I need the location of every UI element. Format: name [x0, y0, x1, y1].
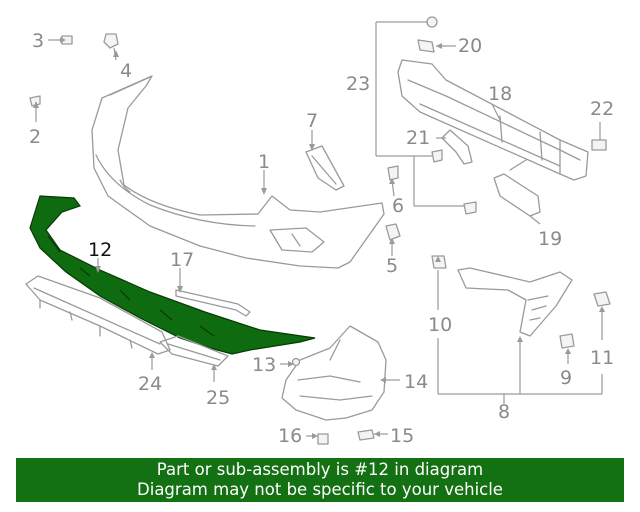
screw-part-2-icon	[29, 95, 41, 107]
trim-part-25	[159, 335, 229, 367]
banner-line-1: Part or sub-assembly is #12 in diagram	[156, 460, 484, 479]
clip-part-4-icon	[103, 33, 119, 49]
screw-top-23-icon	[426, 16, 438, 28]
callout-3: 3	[32, 30, 44, 52]
bolt-part-6-icon	[387, 165, 399, 181]
callout-5: 5	[386, 255, 398, 277]
bolt-part-22-icon	[591, 139, 607, 151]
callout-22: 22	[590, 98, 614, 120]
callout-4: 4	[120, 60, 132, 82]
callout-23: 23	[346, 73, 370, 95]
strip-part-17	[175, 289, 251, 317]
bolt-part-23b-icon	[463, 201, 477, 215]
side-bracket-part-8	[457, 267, 573, 337]
callout-21: 21	[406, 127, 430, 149]
callout-16: 16	[278, 425, 302, 447]
callout-12: 12	[88, 239, 112, 261]
fasteners	[29, 16, 611, 445]
nut-part-5-icon	[385, 223, 401, 241]
callout-14: 14	[404, 371, 428, 393]
reflector-part-7	[305, 145, 345, 191]
bolt-part-13-icon	[291, 357, 301, 367]
clip-part-16-icon	[317, 433, 329, 445]
lower-valance-part-12[interactable]	[29, 195, 316, 355]
clip-part-11-icon	[593, 291, 611, 307]
leader-lines	[35, 21, 603, 437]
callout-numbers: 3 4 2 1 7 6 5 23 20 18 22 21 19 10 11 9 …	[29, 30, 614, 447]
banner-line-2: Diagram may not be specific to your vehi…	[137, 480, 503, 499]
splash-shield-part-14	[281, 325, 387, 421]
callout-24: 24	[138, 373, 162, 395]
callout-11: 11	[590, 347, 614, 369]
nut-part-15-icon	[357, 429, 375, 441]
bracket-strip-part-24	[25, 275, 171, 355]
callout-20: 20	[458, 35, 482, 57]
callout-1: 1	[258, 151, 270, 173]
callout-25: 25	[206, 387, 230, 409]
callout-17: 17	[170, 249, 194, 271]
screw-part-9-icon	[559, 333, 575, 349]
callout-8: 8	[498, 401, 510, 423]
bracket-part-21	[441, 129, 473, 165]
callout-2: 2	[29, 126, 41, 148]
callout-19: 19	[538, 228, 562, 250]
callout-6: 6	[392, 195, 404, 217]
callout-7: 7	[306, 110, 318, 132]
bolt-part-21b-icon	[431, 149, 443, 163]
info-banner: Part or sub-assembly is #12 in diagram D…	[16, 458, 624, 502]
bracket-part-19	[493, 159, 541, 217]
bumper-cover	[91, 75, 385, 269]
callout-10: 10	[428, 314, 452, 336]
callout-18: 18	[488, 83, 512, 105]
arrowheads	[33, 37, 605, 439]
callout-15: 15	[390, 425, 414, 447]
callout-13: 13	[252, 354, 276, 376]
beam-part-18	[397, 59, 589, 181]
bolt-part-20-icon	[417, 39, 435, 53]
callout-9: 9	[560, 367, 572, 389]
